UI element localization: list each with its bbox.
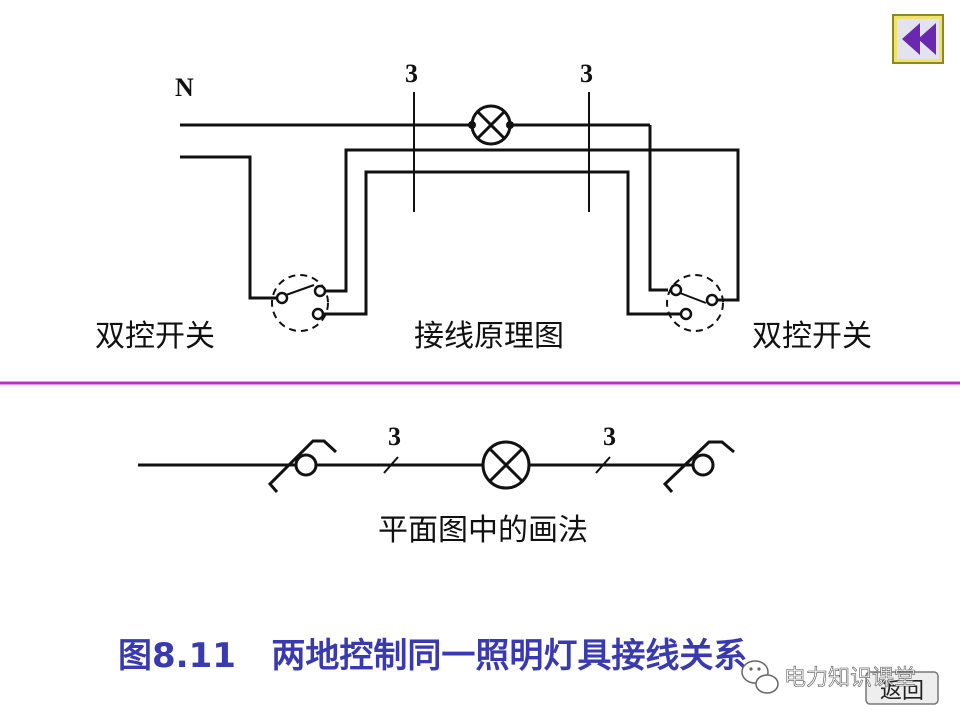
figure-caption: 图8.11 两地控制同一照明灯具接线关系	[118, 636, 747, 676]
return-button-frame[interactable]	[865, 671, 939, 705]
lamp-symbol	[468, 104, 514, 146]
plan-left-switch	[267, 439, 338, 493]
right-switch-label: 双控开关	[752, 319, 872, 354]
neutral-wire	[180, 123, 668, 292]
back-button[interactable]	[892, 14, 944, 64]
plan-label: 平面图中的画法	[378, 513, 588, 548]
right-two-way-switch	[666, 274, 724, 332]
watermark: 电力知识课堂	[741, 660, 916, 694]
plan-right-switch	[662, 440, 735, 493]
svg-text:3: 3	[405, 59, 418, 88]
svg-text:3: 3	[603, 422, 616, 451]
left-two-way-switch	[271, 274, 330, 332]
conductor-marker-left: 3	[405, 59, 418, 212]
left-switch-label: 双控开关	[95, 319, 215, 354]
watermark-text: 电力知识课堂	[784, 666, 916, 691]
svg-text:3: 3	[388, 422, 401, 451]
plan-conductor-marker-right: 3	[595, 422, 616, 474]
traveller-wire-upper	[328, 148, 740, 302]
traveller-wire-lower	[328, 170, 690, 316]
neutral-label: N	[175, 73, 194, 102]
plan-lamp-symbol	[481, 440, 531, 490]
schematic-label: 接线原理图	[414, 319, 564, 354]
return-button-label: 返回	[880, 679, 924, 704]
svg-text:3: 3	[580, 59, 593, 88]
phase-wire	[180, 155, 276, 300]
double-left-arrow-icon	[902, 23, 936, 55]
conductor-marker-right: 3	[580, 59, 593, 212]
return-button[interactable]: 返回	[865, 671, 939, 705]
wechat-icon	[741, 660, 779, 694]
plan-conductor-marker-left: 3	[383, 422, 401, 474]
